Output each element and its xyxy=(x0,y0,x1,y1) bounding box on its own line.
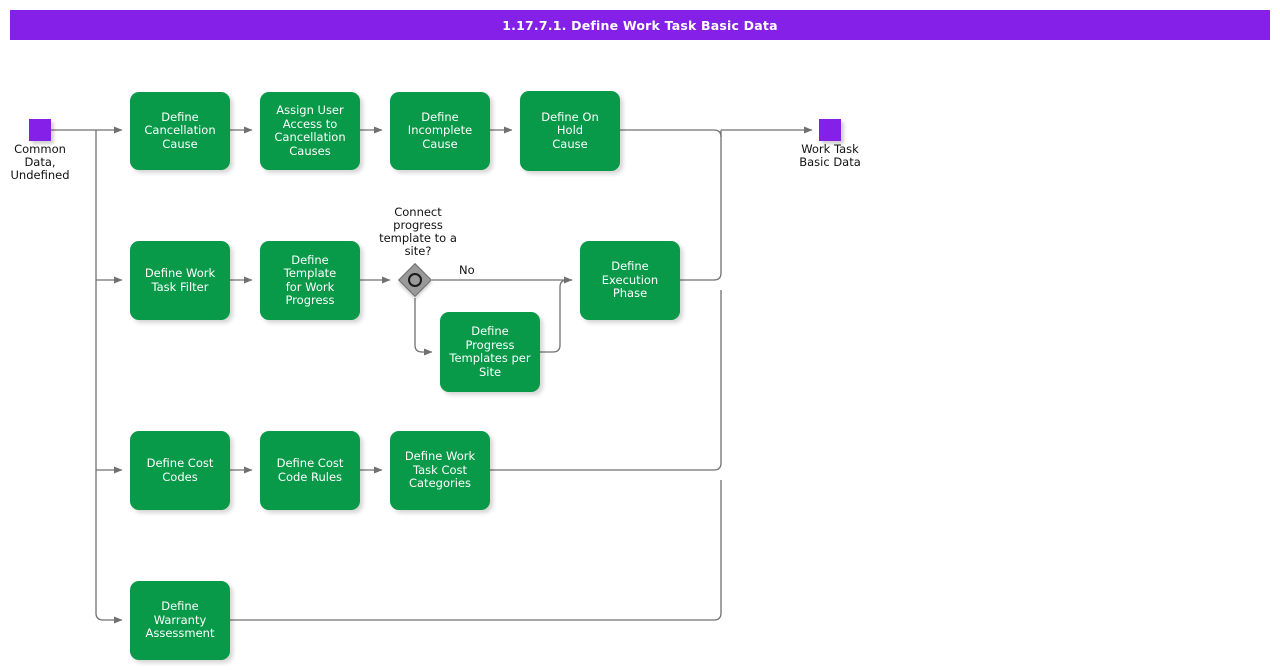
task-define-work-task-filter[interactable]: Define Work Task Filter xyxy=(130,241,230,320)
task-define-progress-templates-per-site[interactable]: Define Progress Templates per Site xyxy=(440,312,540,392)
task-label: Define Work Task Filter xyxy=(144,266,216,294)
task-define-cancellation-cause[interactable]: Define Cancellation Cause xyxy=(130,92,230,170)
task-label: Define Incomplete Cause xyxy=(407,109,473,151)
edge-progress-templates-to-execution xyxy=(540,279,572,353)
task-define-incomplete-cause[interactable]: Define Incomplete Cause xyxy=(390,92,490,170)
edge-label-no: No xyxy=(459,263,475,277)
task-label: Define Work Task Cost Categories xyxy=(404,449,476,491)
task-define-warranty-assessment[interactable]: Define Warranty Assessment xyxy=(130,581,230,660)
edge-spine-vertical xyxy=(95,130,123,624)
task-label: Define Template for Work Progress xyxy=(283,252,337,307)
edge-onhold-to-merge xyxy=(620,129,722,138)
task-label: Define Warranty Assessment xyxy=(145,599,215,641)
start-node-common-data-undefined[interactable] xyxy=(29,119,51,141)
task-define-cost-code-rules[interactable]: Define Cost Code Rules xyxy=(260,431,360,510)
task-label: Define Execution Phase xyxy=(601,259,659,301)
end-node-work-task-basic-data[interactable] xyxy=(819,119,841,141)
task-define-cost-codes[interactable]: Define Cost Codes xyxy=(130,431,230,510)
edge-gateway-to-progress-templates xyxy=(414,298,433,356)
task-label: Define Cost Codes xyxy=(146,456,214,484)
gateway-question-label: Connect progress template to a site? xyxy=(379,205,457,258)
task-label: Assign User Access to Cancellation Cause… xyxy=(274,103,346,158)
task-define-execution-phase[interactable]: Define Execution Phase xyxy=(580,241,680,320)
page-title: 1.17.7.1. Define Work Task Basic Data xyxy=(10,10,1270,40)
task-assign-user-access-to-cancellation-causes[interactable]: Assign User Access to Cancellation Cause… xyxy=(260,92,360,170)
start-node-label: Common Data, Undefined xyxy=(10,142,70,182)
task-define-work-task-cost-categories[interactable]: Define Work Task Cost Categories xyxy=(390,431,490,510)
task-define-on-hold-cause[interactable]: Define On Hold Cause xyxy=(520,91,620,171)
gateway-event-ring-icon xyxy=(408,273,422,287)
task-define-template-for-work-progress[interactable]: Define Template for Work Progress xyxy=(260,241,360,320)
task-label: Define Progress Templates per Site xyxy=(449,324,531,379)
task-label: Define Cost Code Rules xyxy=(276,456,344,484)
edge-execution-to-merge xyxy=(680,137,722,281)
end-node-label: Work Task Basic Data xyxy=(799,142,861,169)
event-based-gateway-icon[interactable] xyxy=(398,263,432,297)
task-label: Define On Hold Cause xyxy=(541,109,599,151)
task-label: Define Cancellation Cause xyxy=(144,109,216,151)
